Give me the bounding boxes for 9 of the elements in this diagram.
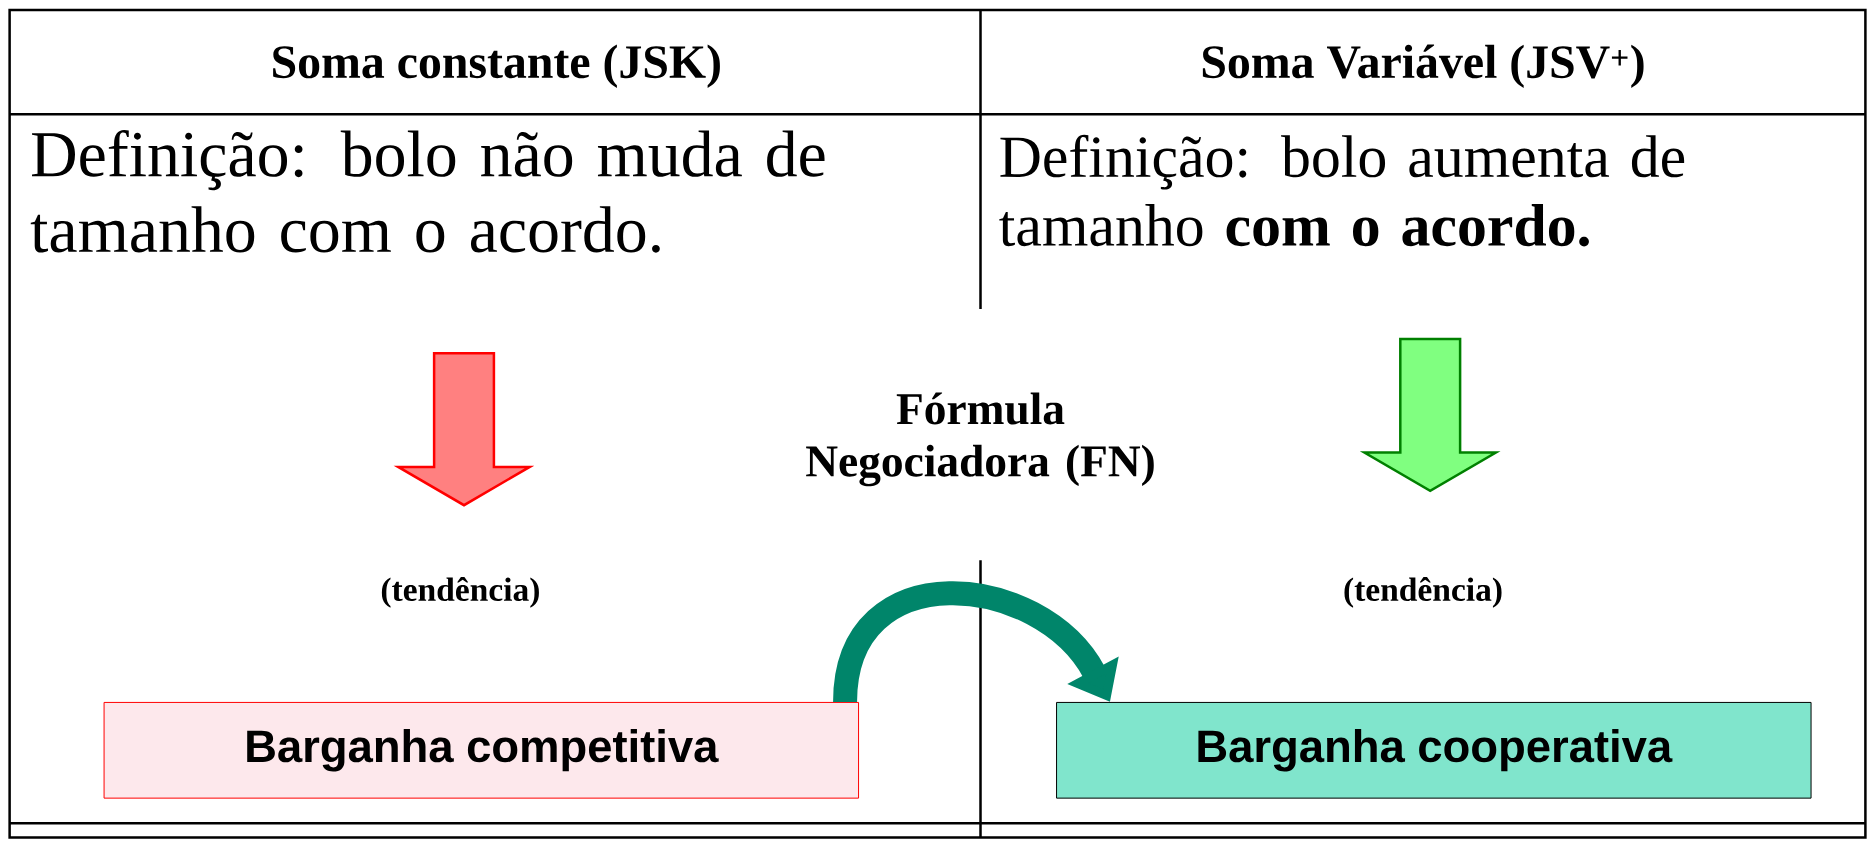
column-header: Soma constante (JSK) (273, 44, 720, 88)
definition-text: Definição: bolo não muda de tamanho com o acordo. (30, 129, 825, 253)
center-text: Fórmula Negociadora (FN) (806, 392, 1154, 487)
trend-text: (tendência) (1344, 577, 1502, 608)
process-box: Barganha cooperativa (1056, 701, 1812, 799)
column-header: Soma Variável (JSV$^{+}$) (1202, 44, 1644, 88)
definition-text: Definição: bolo aumenta de tamanho com o acordo. (999, 134, 1685, 247)
process-box: Barganha competitiva (103, 701, 860, 799)
trend-text: (tendência) (381, 577, 539, 608)
